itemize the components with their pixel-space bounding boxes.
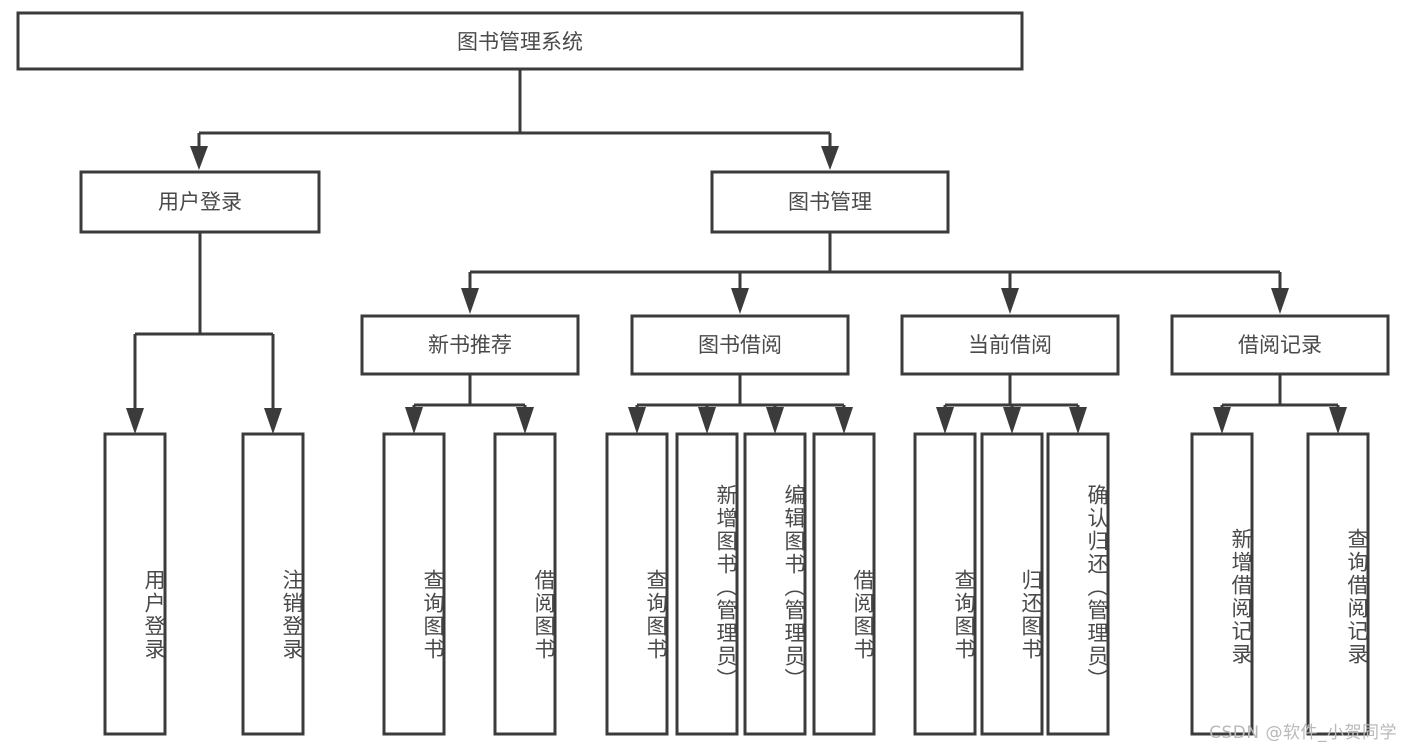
node-book-borrow[interactable]: 图书借阅	[630, 314, 850, 376]
arrow-root-to-user-login	[190, 146, 208, 170]
leaf-box-confirm-return-admin[interactable]	[1046, 432, 1110, 736]
leaf-box-query-book-nbr[interactable]	[382, 432, 446, 736]
arrow-nbr-leaf-2	[516, 407, 534, 434]
book-borrow-label: 图书借阅	[698, 333, 782, 357]
book-management-box[interactable]	[710, 170, 950, 234]
node-root-system[interactable]: 图书管理系统	[16, 11, 1024, 71]
arrow-bb-leaf-4	[835, 407, 853, 434]
arrow-to-current-borrow	[1001, 288, 1019, 314]
borrow-record-label: 借阅记录	[1238, 333, 1322, 357]
arrow-cb-leaf-2	[1003, 407, 1021, 434]
leaf-box-query-book-bb[interactable]	[605, 432, 669, 736]
book-borrow-box[interactable]	[630, 314, 850, 376]
csdn-watermark: CSDN @软件_小贺同学	[1209, 723, 1397, 743]
root-label: 图书管理系统	[457, 30, 583, 54]
leaf-box-edit-book-admin[interactable]	[743, 432, 807, 736]
node-borrow-record[interactable]: 借阅记录	[1170, 314, 1390, 376]
arrow-cb-leaf-1	[936, 407, 954, 434]
leaf-box-return-book[interactable]	[980, 432, 1044, 736]
book-management-label: 图书管理	[788, 190, 872, 214]
borrow-record-box[interactable]	[1170, 314, 1390, 376]
arrow-cb-leaf-3	[1069, 407, 1087, 434]
node-current-borrow[interactable]: 当前借阅	[900, 314, 1120, 376]
root-box[interactable]	[16, 11, 1024, 71]
leaf-box-query-book-cb[interactable]	[913, 432, 977, 736]
arrow-to-new-book-recommend	[461, 288, 479, 314]
new-book-recommend-label: 新书推荐	[428, 333, 512, 357]
current-borrow-box[interactable]	[900, 314, 1120, 376]
arrow-root-to-book-mgmt	[821, 146, 839, 170]
arrow-br-leaf-2	[1329, 407, 1347, 434]
leaf-box-logout[interactable]	[241, 432, 305, 736]
leaf-box-borrow-book-nbr[interactable]	[493, 432, 557, 736]
arrow-br-leaf-1	[1213, 407, 1231, 434]
arrow-to-book-borrow	[731, 288, 749, 314]
leaf-box-query-borrow-record[interactable]	[1306, 432, 1370, 736]
arrow-to-borrow-record	[1271, 288, 1289, 314]
leaf-box-user-login[interactable]	[103, 432, 167, 736]
arrow-bb-leaf-3	[766, 407, 784, 434]
node-user-login[interactable]: 用户登录	[79, 170, 321, 234]
leaf-box-borrow-book-bb[interactable]	[812, 432, 876, 736]
current-borrow-label: 当前借阅	[968, 333, 1052, 357]
leaf-box-add-borrow-record[interactable]	[1190, 432, 1254, 736]
new-book-recommend-box[interactable]	[360, 314, 580, 376]
arrow-bb-leaf-2	[698, 407, 716, 434]
arrow-nbr-leaf-1	[405, 407, 423, 434]
user-login-label: 用户登录	[158, 190, 242, 214]
node-book-management[interactable]: 图书管理	[710, 170, 950, 234]
node-new-book-recommend[interactable]: 新书推荐	[360, 314, 580, 376]
leaf-box-add-book-admin[interactable]	[675, 432, 739, 736]
arrow-to-leaf-user-login	[126, 408, 144, 434]
arrow-to-leaf-logout	[264, 408, 282, 434]
arrow-bb-leaf-1	[628, 407, 646, 434]
